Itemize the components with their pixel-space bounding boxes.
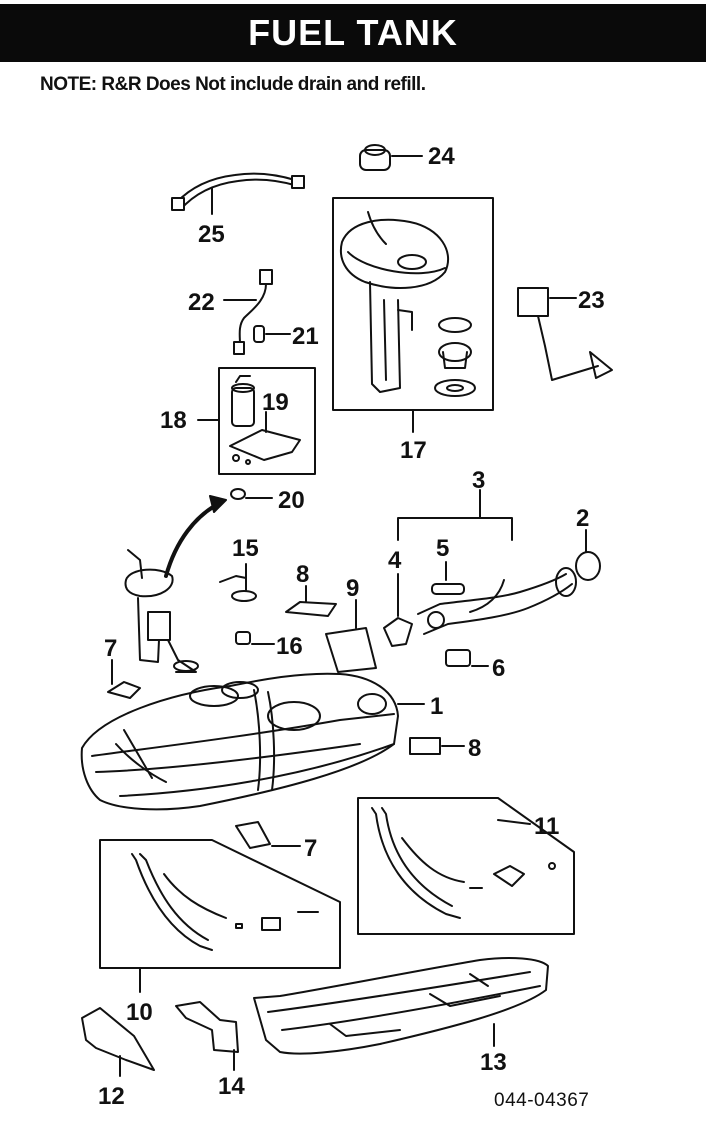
part-25-hose: [171, 172, 305, 215]
page-title: FUEL TANK: [248, 12, 458, 53]
callout-21: 21: [292, 323, 319, 350]
callout-12: 12: [98, 1083, 125, 1110]
part-9-pad: [325, 599, 377, 673]
callout-7b: 7: [304, 835, 317, 862]
callout-5: 5: [436, 535, 449, 562]
callout-23: 23: [578, 287, 605, 314]
part-7-pad-lower: [235, 821, 301, 849]
callout-14: 14: [218, 1073, 245, 1100]
part-1-fuel-tank: [80, 672, 425, 811]
callout-11: 11: [534, 813, 559, 840]
part-15-bracket: [219, 563, 257, 602]
callout-13: 13: [480, 1049, 507, 1076]
part-7-pad-upper: [107, 659, 141, 699]
callout-2: 2: [576, 505, 589, 532]
part-22-wire-harness: [223, 269, 273, 355]
figure-code: 044-04367: [494, 1090, 590, 1111]
callout-15: 15: [232, 535, 259, 562]
note-text: NOTE: R&R Does Not include drain and ref…: [40, 74, 426, 95]
callout-7a: 7: [104, 635, 117, 662]
callout-8b: 8: [468, 735, 481, 762]
title-bar: FUEL TANK: [0, 4, 706, 62]
callout-8a: 8: [296, 561, 309, 588]
callout-1: 1: [430, 693, 443, 720]
part-8-pad-lower: [409, 737, 465, 755]
part-pump-bracket-assembly: [124, 549, 199, 673]
callout-6: 6: [492, 655, 505, 682]
callout-19: 19: [262, 389, 289, 416]
part-13-tank-protector: [253, 957, 549, 1055]
part-6-clip: [445, 649, 489, 667]
part-5-hose-clamp: [431, 561, 465, 595]
part-23-sender-gauge: [517, 287, 613, 381]
callout-22: 22: [188, 289, 215, 316]
callout-3: 3: [472, 467, 485, 494]
part-14-bracket: [175, 1001, 239, 1071]
callout-18: 18: [160, 407, 187, 434]
arrow-to-20: [164, 502, 220, 578]
part-2-filler-cap-seal: [575, 529, 601, 581]
part-8-pad-upper: [285, 585, 337, 617]
part-3-filler-pipe-group: [397, 489, 513, 541]
part-17-pump-assembly-box: [332, 197, 494, 433]
callout-24: 24: [428, 143, 455, 170]
callout-16: 16: [276, 633, 303, 660]
part-11-strap-box: [357, 797, 575, 935]
part-4-gasket: [383, 573, 413, 647]
callout-17: 17: [400, 437, 427, 464]
part-filler-pipe: [417, 567, 577, 635]
callout-20: 20: [278, 487, 305, 514]
callout-4: 4: [388, 547, 402, 574]
part-12-bracket: [81, 1007, 155, 1077]
callout-25: 25: [198, 221, 225, 248]
part-20-clip: [230, 488, 273, 500]
part-18-fuel-pump-box: [197, 367, 316, 475]
callout-9: 9: [346, 575, 359, 602]
callout-10: 10: [126, 999, 153, 1026]
callout-labels: 24 25 23 22 21 19 18 17 3 20 2 15 5 4 8 …: [98, 143, 605, 1110]
part-24-cap-nut: [359, 144, 423, 171]
part-10-strap-box: [99, 839, 341, 993]
part-21-grommet: [253, 325, 291, 343]
part-16-nut: [235, 631, 275, 645]
